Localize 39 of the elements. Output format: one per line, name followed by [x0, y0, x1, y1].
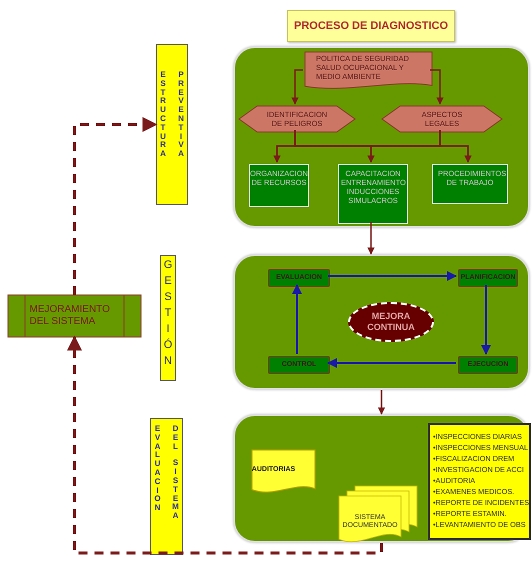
node-label: MEJORAMIENTO DEL SISTEMA — [30, 304, 111, 328]
arrow — [481, 285, 491, 355]
panel-background — [233, 46, 530, 228]
vertical-label: EVALUACION — [154, 425, 162, 513]
hexagon-box — [239, 106, 355, 132]
vertical-label: PREVENTIVA — [177, 71, 185, 159]
panel-background — [233, 254, 530, 390]
process-box — [268, 356, 330, 374]
label-bar — [150, 418, 183, 555]
label-bar — [156, 44, 188, 205]
arrow — [430, 69, 444, 105]
arrow — [292, 284, 302, 354]
process-box — [458, 356, 518, 374]
vertical-label: GESTIÓN — [162, 258, 174, 369]
title: PROCESO DE DIAGNOSTICO — [287, 10, 455, 42]
multi-document-shape — [339, 486, 417, 544]
process-box — [249, 164, 309, 207]
vertical-label: ESTRUCTURA — [159, 71, 167, 159]
process-box — [458, 269, 518, 287]
process-box — [268, 269, 330, 287]
document-shape — [305, 52, 432, 90]
vertical-label: DEL SISTEMA — [172, 425, 180, 521]
arrow — [439, 130, 472, 163]
dashed-arrow — [73, 117, 158, 295]
panel-background — [233, 414, 530, 543]
arrow — [327, 358, 456, 368]
arrow — [291, 69, 303, 105]
label-bar — [160, 255, 176, 381]
document-shape — [252, 450, 315, 494]
process-box — [8, 295, 141, 337]
list-box — [428, 423, 531, 540]
arrow — [367, 222, 375, 255]
process-box — [432, 164, 508, 204]
hexagon-box — [382, 106, 502, 132]
arrow — [378, 390, 386, 415]
dashed-arrow — [67, 336, 383, 554]
arrow — [328, 271, 457, 281]
process-box — [338, 164, 408, 224]
node-label: MEJORA CONTINUA — [366, 311, 416, 333]
